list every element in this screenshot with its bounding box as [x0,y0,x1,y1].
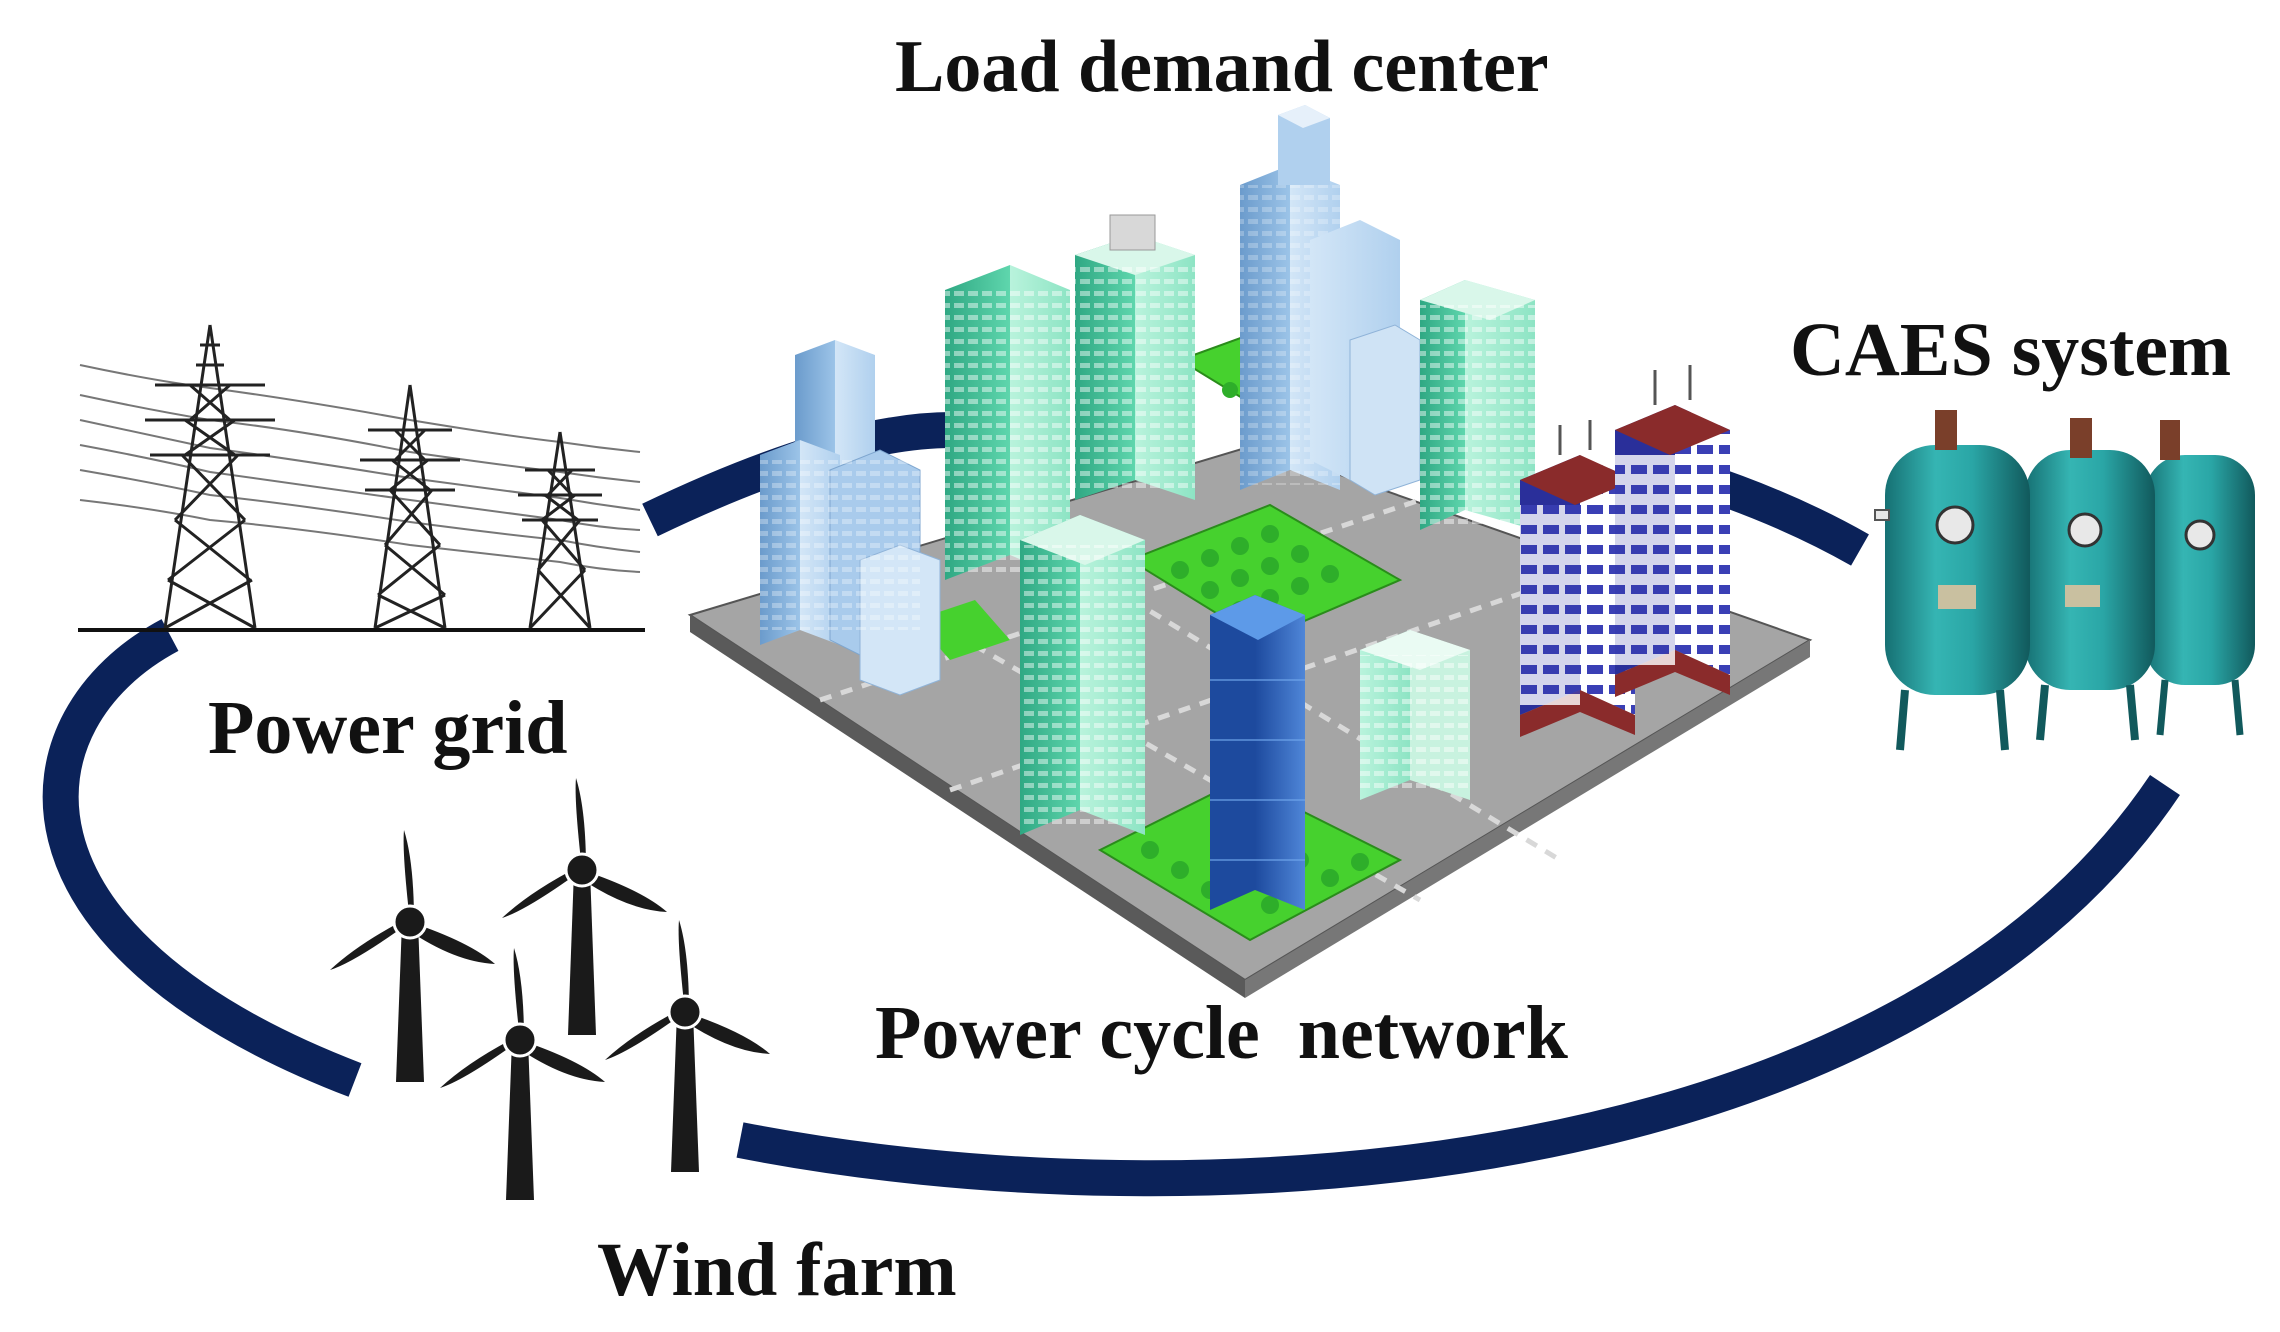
city-block-icon [687,105,1813,998]
power-cycle-network-label: Power cycle network [875,991,1568,1075]
transmission-tower-icon [78,324,645,632]
wind-farm-label: Wind farm [597,1228,957,1312]
wind-turbine-icon [330,778,770,1200]
caes-system-label: CAES system [1790,308,2232,392]
power-grid-label: Power grid [208,686,568,770]
load-demand-center-label: Load demand center [895,26,1549,108]
air-tank-icon [1874,410,2255,751]
